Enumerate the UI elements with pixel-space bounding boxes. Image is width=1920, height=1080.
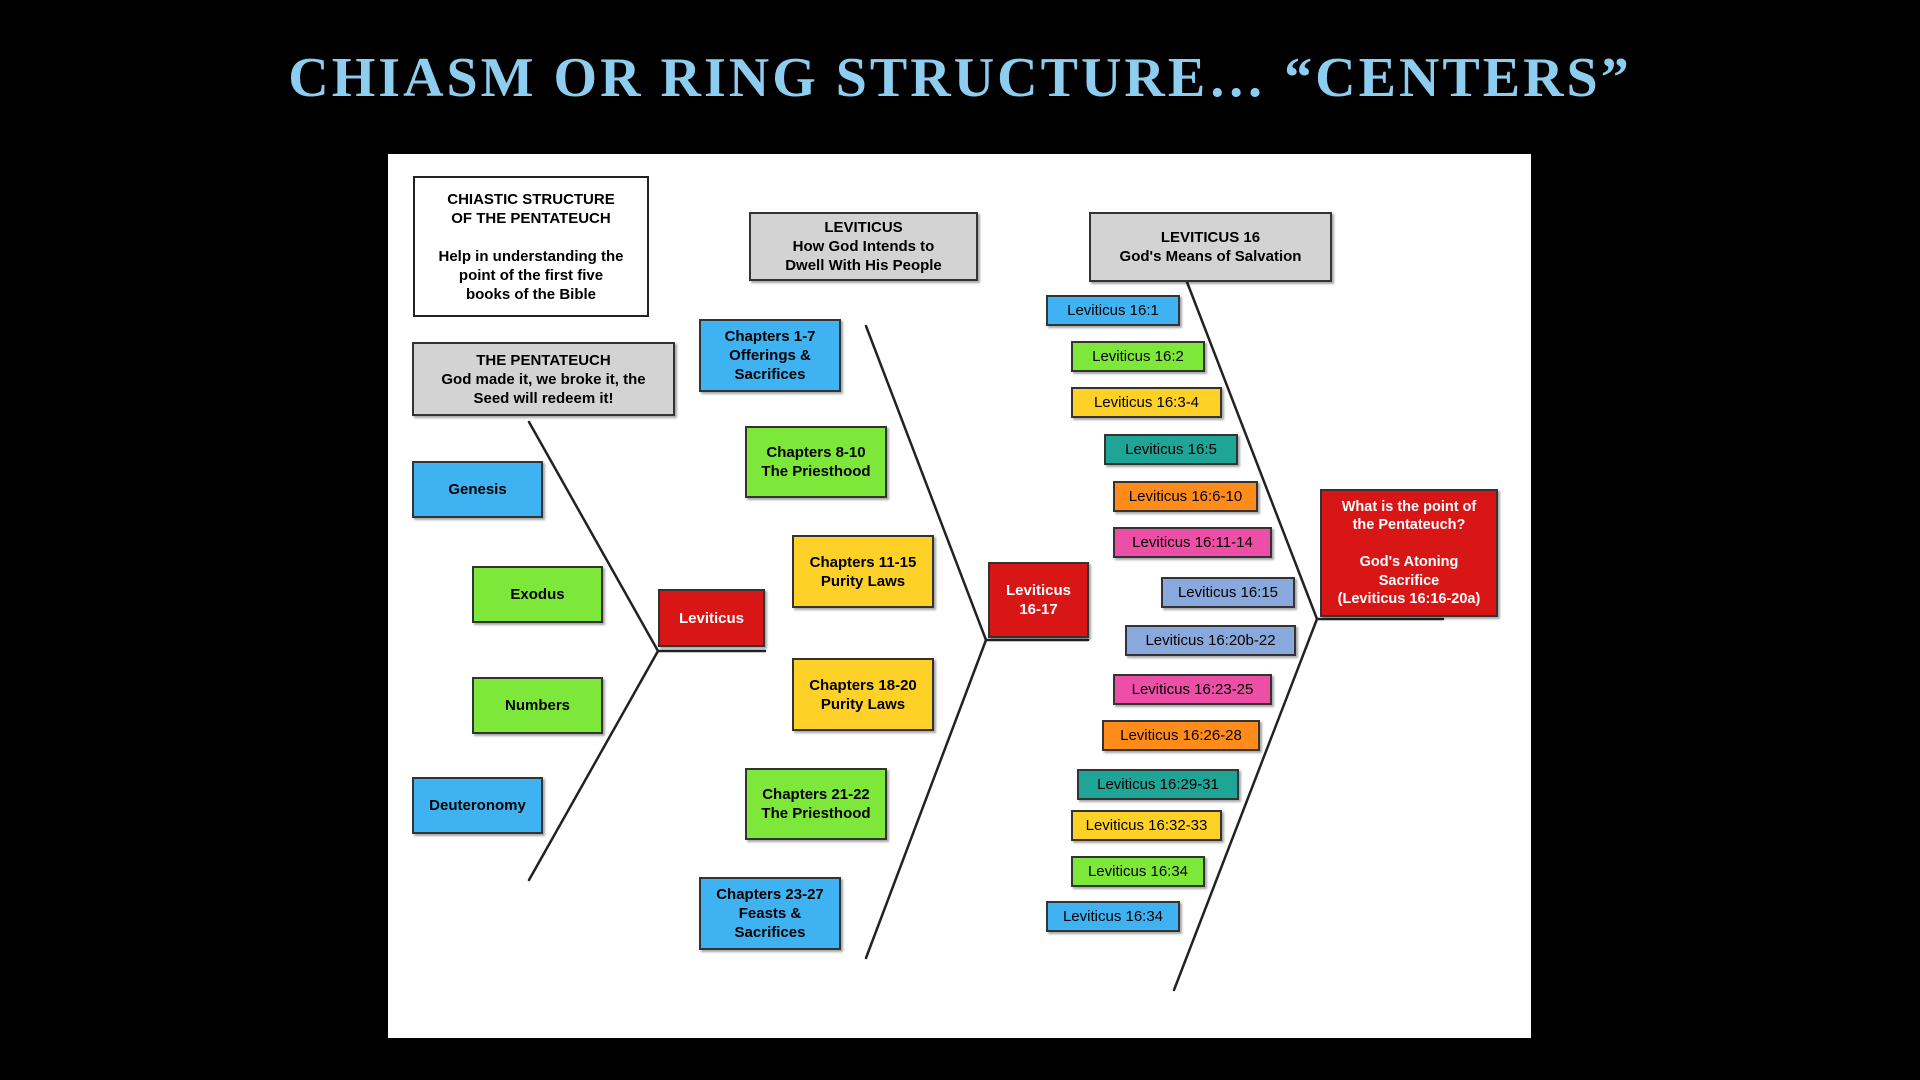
book-exodus: Exodus: [472, 566, 603, 623]
leviticus-header: LEVITICUS How God Intends to Dwell With …: [749, 212, 978, 281]
lev16-verse: Leviticus 16:32-33: [1071, 810, 1222, 841]
leviticus-section: Chapters 21-22 The Priesthood: [745, 768, 887, 840]
lev16-verse: Leviticus 16:34: [1046, 901, 1180, 932]
lev16-verse: Leviticus 16:34: [1071, 856, 1205, 887]
leviticus-lower-arm: [864, 638, 988, 960]
leviticus-section: Chapters 18-20 Purity Laws: [792, 658, 934, 731]
final-center-question: What is the point of the Pentateuch? God…: [1320, 489, 1498, 617]
lev16-verse: Leviticus 16:3-4: [1071, 387, 1222, 418]
book-genesis: Genesis: [412, 461, 543, 518]
leviticus-center: Leviticus 16-17: [988, 562, 1089, 638]
lev16-verse: Leviticus 16:29-31: [1077, 769, 1239, 800]
leviticus-section: Chapters 23-27 Feasts & Sacrifices: [699, 877, 841, 950]
slide-title: CHIASM OR RING STRUCTURE… “CENTERS”: [288, 47, 1632, 109]
intro-box: CHIASTIC STRUCTURE OF THE PENTATEUCH Hel…: [413, 176, 649, 317]
pentateuch-header: THE PENTATEUCH God made it, we broke it,…: [412, 342, 675, 416]
leviticus-section: Chapters 8-10 The Priesthood: [745, 426, 887, 498]
book-deuteronomy: Deuteronomy: [412, 777, 543, 834]
pentateuch-upper-arm: [527, 420, 660, 653]
lev16-verse: Leviticus 16:15: [1161, 577, 1295, 608]
book-numbers: Numbers: [472, 677, 603, 734]
lev16-verse: Leviticus 16:20b-22: [1125, 625, 1296, 656]
lev16-header: LEVITICUS 16 God's Means of Salvation: [1089, 212, 1332, 282]
lev16-verse: Leviticus 16:2: [1071, 341, 1205, 372]
chiasm-diagram: CHIASTIC STRUCTURE OF THE PENTATEUCH Hel…: [388, 154, 1531, 1038]
leviticus-section: Chapters 1-7 Offerings & Sacrifices: [699, 319, 841, 392]
connector-lines: [527, 280, 1445, 992]
lev16-lower-arm: [1172, 617, 1319, 992]
lev16-verse: Leviticus 16:26-28: [1102, 720, 1260, 751]
lev16-verse: Leviticus 16:6-10: [1113, 481, 1258, 512]
lev16-verse: Leviticus 16:23-25: [1113, 674, 1272, 705]
leviticus-section: Chapters 11-15 Purity Laws: [792, 535, 934, 608]
lev16-verse: Leviticus 16:1: [1046, 295, 1180, 326]
leviticus-upper-arm: [864, 324, 988, 642]
pentateuch-lower-arm: [527, 649, 660, 882]
pentateuch-center-leviticus: Leviticus: [658, 589, 765, 647]
lev16-upper-arm: [1185, 280, 1319, 621]
lev16-verse: Leviticus 16:11-14: [1113, 527, 1272, 558]
lev16-verse: Leviticus 16:5: [1104, 434, 1238, 465]
